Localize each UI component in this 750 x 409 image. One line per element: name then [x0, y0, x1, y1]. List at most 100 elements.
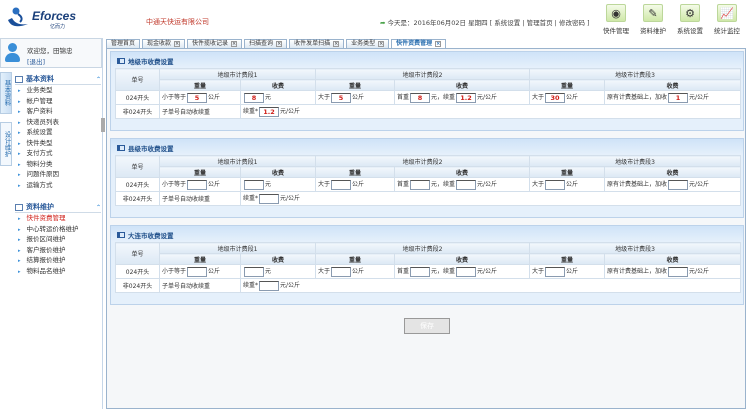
header-group: 地级市计费段3 — [529, 155, 741, 167]
header-group: 地级市计费段3 — [529, 242, 741, 254]
sidebar-item[interactable]: 中心转运价格维护 — [15, 224, 101, 235]
table-row: 024开头 小于等于公斤元 大于公斤首重元，续重元/公斤 大于公斤原有计费基础上… — [115, 177, 741, 192]
value-input[interactable]: 5 — [331, 92, 352, 103]
value-input[interactable] — [259, 193, 280, 204]
user-box: 欢迎您，田锦忠 [退出] — [0, 38, 102, 68]
value-input[interactable] — [187, 179, 208, 190]
value-input[interactable]: 8 — [410, 92, 431, 103]
sidebar-item[interactable]: 系统设置 — [15, 127, 101, 138]
sidebar-item[interactable]: 业务类型 — [15, 85, 101, 96]
panel-title: 县级市收费设置 — [117, 143, 174, 153]
sidebar-item[interactable]: 快递员列表 — [15, 117, 101, 128]
logo-text: Eforces — [32, 9, 77, 23]
logo: Eforces 亿而力 — [6, 6, 86, 32]
nav-gear[interactable]: ⚙系统设置 — [672, 4, 708, 35]
close-icon[interactable]: × — [231, 40, 238, 47]
value-input[interactable] — [456, 266, 477, 277]
collapse-icon[interactable]: ⌃ — [95, 203, 101, 211]
close-icon[interactable]: × — [276, 40, 283, 47]
sidebar-item[interactable]: 快件类型 — [15, 138, 101, 149]
sidebar-item[interactable]: 运输方式 — [15, 180, 101, 191]
value-input[interactable] — [668, 266, 689, 277]
value-input[interactable] — [545, 179, 566, 190]
close-icon[interactable]: × — [435, 40, 442, 47]
panel-title: 大连市收费设置 — [117, 230, 174, 240]
welcome-text: 欢迎您，田锦忠 — [27, 47, 73, 55]
sidebar-item[interactable]: 支付方式 — [15, 148, 101, 159]
close-icon[interactable]: × — [174, 40, 181, 47]
sidebar-section-title[interactable]: 资料维护⌃ — [15, 202, 101, 213]
fee-table: 单号 地级市计费段1 地级市计费段2 地级市计费段3 重量收费重量收费重量收费 … — [115, 68, 741, 119]
value-input[interactable]: 1 — [668, 92, 689, 103]
vtab-basic[interactable]: 基本资料 — [0, 72, 12, 114]
value-input[interactable] — [410, 266, 431, 277]
value-input[interactable] — [410, 179, 431, 190]
header-weight: 重量 — [315, 166, 395, 178]
sidebar-item[interactable]: 帐户管理 — [15, 96, 101, 107]
header-group: 地级市计费段3 — [529, 68, 741, 80]
table-row: 非024开头 子单号自动收续重续重*元/公斤 — [115, 278, 741, 293]
sidebar-item[interactable]: 物料分类 — [15, 159, 101, 170]
value-input[interactable] — [331, 179, 352, 190]
sidebar-item[interactable]: 结算报价维护 — [15, 255, 101, 266]
header-fee: 收费 — [394, 79, 530, 91]
header-group: 地级市计费段2 — [315, 68, 530, 80]
header-fee: 收费 — [394, 166, 530, 178]
header-group: 地级市计费段1 — [159, 68, 316, 80]
sidebar-section-title[interactable]: 基本资料⌃ — [15, 74, 101, 85]
value-input[interactable]: 5 — [187, 92, 208, 103]
value-input[interactable]: 30 — [545, 92, 566, 103]
value-input[interactable] — [331, 266, 352, 277]
chart-icon: 📈 — [717, 4, 737, 22]
sidebar-item[interactable]: 物料品名维护 — [15, 266, 101, 277]
table-row: 024开头 小于等于公斤元 大于公斤首重元，续重元/公斤 大于公斤原有计费基础上… — [115, 264, 741, 279]
header-group: 地级市计费段1 — [159, 242, 316, 254]
nav-chart[interactable]: 📈统计监控 — [709, 4, 745, 35]
link-change-password[interactable]: 修改密码 — [558, 19, 585, 27]
value-input[interactable] — [244, 179, 264, 190]
header-weight: 重量 — [529, 253, 605, 265]
vtab-design[interactable]: 设计维护 — [0, 122, 12, 166]
value-input[interactable]: 1.2 — [259, 106, 280, 117]
nav-globe[interactable]: ◉快件管理 — [598, 4, 634, 35]
save-button[interactable]: 保存 — [404, 318, 450, 334]
sidebar-item[interactable]: 报价区间维护 — [15, 234, 101, 245]
arrow-icon: ➦ — [380, 19, 386, 27]
value-input[interactable] — [259, 280, 280, 291]
value-input[interactable] — [456, 179, 477, 190]
link-system-settings[interactable]: 系统设置 — [494, 19, 521, 27]
header-fee: 收费 — [394, 253, 530, 265]
value-input[interactable] — [545, 266, 566, 277]
sidebar-item[interactable]: 快件资费管理 — [15, 213, 101, 224]
fee-settings-panel: 地级市收费设置 单号 地级市计费段1 地级市计费段2 地级市计费段3 重量收费重… — [110, 51, 744, 131]
value-input[interactable]: 8 — [244, 92, 264, 103]
sidebar-item[interactable]: 客户资料 — [15, 106, 101, 117]
value-input[interactable] — [187, 266, 208, 277]
header-weight: 重量 — [315, 79, 395, 91]
nav-edit[interactable]: ✎资料维护 — [635, 4, 671, 35]
value-input[interactable] — [244, 266, 264, 277]
collapse-icon[interactable]: ⌃ — [95, 75, 101, 83]
value-input[interactable] — [668, 179, 689, 190]
sidebar-item[interactable]: 客户报价维护 — [15, 245, 101, 256]
header-weight: 重量 — [529, 79, 605, 91]
main-content: 地级市收费设置 单号 地级市计费段1 地级市计费段2 地级市计费段3 重量收费重… — [106, 48, 746, 409]
link-home[interactable]: 管理首页 — [526, 19, 553, 27]
header-order-no: 单号 — [115, 68, 160, 91]
sidebar-item[interactable]: 问题件原因 — [15, 169, 101, 180]
sidebar-section: 基本资料⌃业务类型帐户管理客户资料快递员列表系统设置快件类型支付方式物料分类问题… — [15, 74, 101, 190]
header-group: 地级市计费段1 — [159, 155, 316, 167]
fee-settings-panel: 大连市收费设置 单号 地级市计费段1 地级市计费段2 地级市计费段3 重量收费重… — [110, 225, 744, 305]
sidebar-collapse-handle[interactable] — [101, 118, 105, 132]
header-weight: 重量 — [159, 253, 241, 265]
panel-title: 地级市收费设置 — [117, 56, 174, 66]
fee-table: 单号 地级市计费段1 地级市计费段2 地级市计费段3 重量收费重量收费重量收费 … — [115, 155, 741, 206]
close-icon[interactable]: × — [333, 40, 340, 47]
value-input[interactable]: 1.2 — [456, 92, 477, 103]
header-fee: 收费 — [240, 79, 316, 91]
header-fee: 收费 — [604, 253, 741, 265]
close-icon[interactable]: × — [378, 40, 385, 47]
header-fee: 收费 — [604, 166, 741, 178]
table-row: 非024开头 子单号自动收续重续重*元/公斤 — [115, 191, 741, 206]
logout-link[interactable]: [退出] — [27, 58, 46, 66]
